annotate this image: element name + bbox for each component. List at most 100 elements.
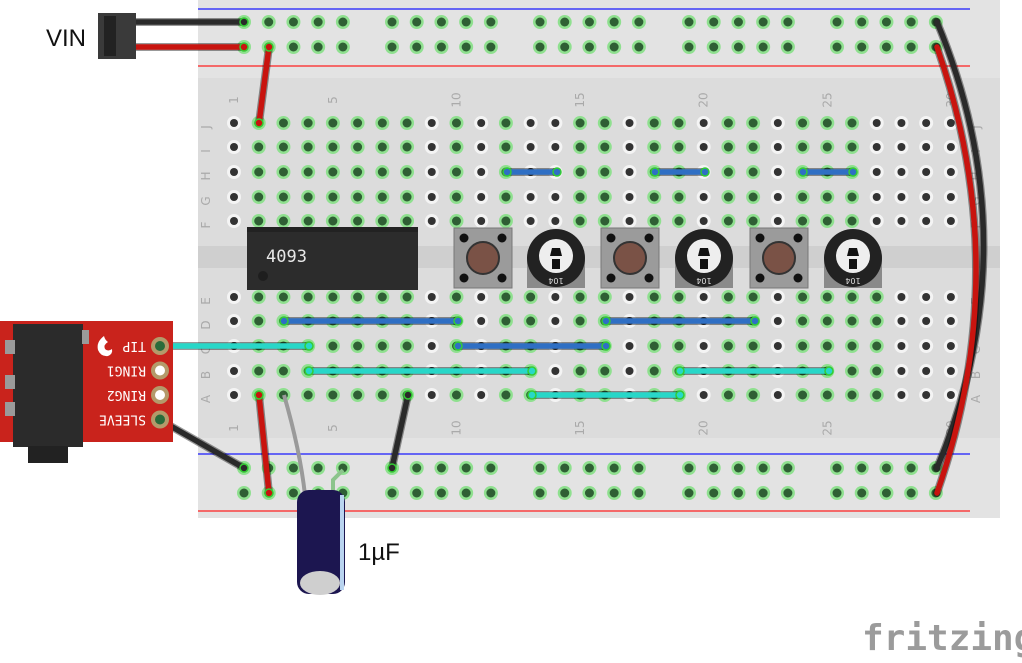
breadboard-hole[interactable] <box>783 17 793 27</box>
breadboard-hole[interactable] <box>906 488 916 498</box>
push-button[interactable] <box>600 227 660 289</box>
breadboard-hole[interactable] <box>436 463 446 473</box>
breadboard-hole[interactable] <box>313 463 323 473</box>
breadboard-hole[interactable] <box>477 119 486 127</box>
breadboard-hole[interactable] <box>575 167 585 177</box>
breadboard-hole[interactable] <box>748 216 758 226</box>
breadboard-hole[interactable] <box>402 292 412 302</box>
vin-connector[interactable] <box>98 13 136 59</box>
breadboard-hole[interactable] <box>451 167 461 177</box>
breadboard-hole[interactable] <box>451 390 461 400</box>
breadboard-hole[interactable] <box>486 17 496 27</box>
breadboard-hole[interactable] <box>733 17 743 27</box>
breadboard-hole[interactable] <box>798 192 808 202</box>
breadboard-hole[interactable] <box>946 317 955 325</box>
breadboard-hole[interactable] <box>328 118 338 128</box>
breadboard-hole[interactable] <box>674 192 684 202</box>
breadboard-hole[interactable] <box>239 488 249 498</box>
breadboard-hole[interactable] <box>634 463 644 473</box>
breadboard-hole[interactable] <box>798 341 808 351</box>
breadboard-hole[interactable] <box>551 217 560 225</box>
breadboard-hole[interactable] <box>946 293 955 301</box>
breadboard-hole[interactable] <box>584 488 594 498</box>
breadboard-hole[interactable] <box>674 118 684 128</box>
breadboard-hole[interactable] <box>847 118 857 128</box>
breadboard-hole[interactable] <box>600 192 610 202</box>
breadboard-hole[interactable] <box>254 167 264 177</box>
breadboard-hole[interactable] <box>575 216 585 226</box>
breadboard-hole[interactable] <box>402 192 412 202</box>
breadboard-hole[interactable] <box>897 168 906 176</box>
breadboard-hole[interactable] <box>798 142 808 152</box>
breadboard-hole[interactable] <box>303 167 313 177</box>
breadboard-hole[interactable] <box>773 217 782 225</box>
right-power-bus-wire[interactable] <box>934 44 979 496</box>
breadboard-hole[interactable] <box>477 143 486 151</box>
breadboard-hole[interactable] <box>684 42 694 52</box>
breadboard-hole[interactable] <box>377 118 387 128</box>
breadboard-hole[interactable] <box>353 192 363 202</box>
breadboard-hole[interactable] <box>946 168 955 176</box>
breadboard-hole[interactable] <box>278 366 288 376</box>
breadboard-hole[interactable] <box>600 167 610 177</box>
breadboard-hole[interactable] <box>230 193 238 201</box>
breadboard-hole[interactable] <box>773 317 782 325</box>
breadboard-hole[interactable] <box>328 292 338 302</box>
breadboard-hole[interactable] <box>946 217 955 225</box>
breadboard-hole[interactable] <box>230 143 238 151</box>
breadboard-hole[interactable] <box>758 463 768 473</box>
breadboard-hole[interactable] <box>723 216 733 226</box>
breadboard-hole[interactable] <box>600 366 610 376</box>
breadboard-hole[interactable] <box>906 463 916 473</box>
breadboard-hole[interactable] <box>526 143 535 151</box>
breadboard-hole[interactable] <box>872 292 882 302</box>
breadboard-hole[interactable] <box>822 142 832 152</box>
breadboard-hole[interactable] <box>328 341 338 351</box>
breadboard-hole[interactable] <box>872 341 882 351</box>
breadboard-hole[interactable] <box>684 463 694 473</box>
breadboard-hole[interactable] <box>338 17 348 27</box>
breadboard-hole[interactable] <box>461 463 471 473</box>
breadboard-hole[interactable] <box>946 367 955 375</box>
power-jumper-top[interactable] <box>256 44 272 126</box>
breadboard-hole[interactable] <box>328 167 338 177</box>
breadboard-hole[interactable] <box>288 463 298 473</box>
breadboard-hole[interactable] <box>699 119 708 127</box>
breadboard-hole[interactable] <box>254 292 264 302</box>
breadboard-hole[interactable] <box>427 217 436 225</box>
breadboard-hole[interactable] <box>625 217 634 225</box>
breadboard-hole[interactable] <box>748 118 758 128</box>
breadboard-hole[interactable] <box>897 391 906 399</box>
breadboard-hole[interactable] <box>584 42 594 52</box>
breadboard-hole[interactable] <box>872 366 882 376</box>
breadboard-hole[interactable] <box>872 217 881 225</box>
breadboard-hole[interactable] <box>723 192 733 202</box>
breadboard-hole[interactable] <box>684 17 694 27</box>
breadboard-hole[interactable] <box>313 17 323 27</box>
breadboard-hole[interactable] <box>551 193 560 201</box>
breadboard-hole[interactable] <box>798 216 808 226</box>
breadboard-hole[interactable] <box>946 193 955 201</box>
breadboard-hole[interactable] <box>847 216 857 226</box>
breadboard-hole[interactable] <box>699 293 708 301</box>
breadboard-hole[interactable] <box>427 119 436 127</box>
breadboard-hole[interactable] <box>230 391 238 399</box>
breadboard-hole[interactable] <box>328 216 338 226</box>
breadboard-hole[interactable] <box>872 316 882 326</box>
breadboard-hole[interactable] <box>847 341 857 351</box>
breadboard-hole[interactable] <box>412 42 422 52</box>
breadboard-hole[interactable] <box>822 390 832 400</box>
breadboard-hole[interactable] <box>748 292 758 302</box>
breadboard-hole[interactable] <box>733 488 743 498</box>
breadboard-hole[interactable] <box>501 316 511 326</box>
breadboard-hole[interactable] <box>609 42 619 52</box>
breadboard-hole[interactable] <box>353 216 363 226</box>
breadboard-hole[interactable] <box>922 143 931 151</box>
breadboard-hole[interactable] <box>872 390 882 400</box>
breadboard-hole[interactable] <box>709 42 719 52</box>
breadboard-hole[interactable] <box>575 192 585 202</box>
breadboard-hole[interactable] <box>897 367 906 375</box>
breadboard-hole[interactable] <box>625 367 634 375</box>
breadboard-hole[interactable] <box>288 488 298 498</box>
breadboard-hole[interactable] <box>709 463 719 473</box>
